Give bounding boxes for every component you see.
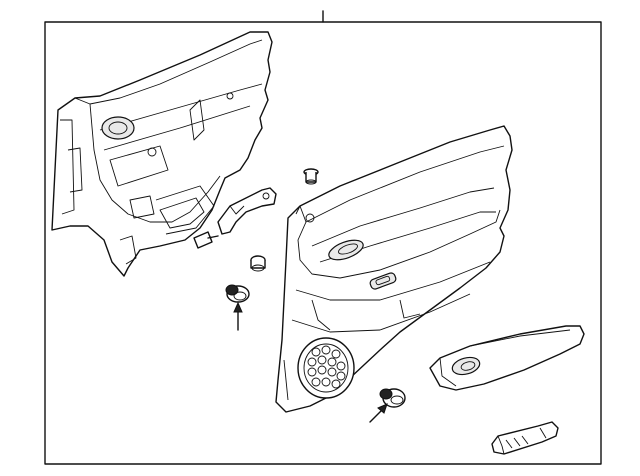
push-pin-clip-top <box>303 168 319 185</box>
door-frame-panel <box>51 31 273 277</box>
diagram-frame <box>44 21 602 465</box>
mounting-bracket <box>217 187 277 235</box>
retainer-clip-left <box>225 284 250 331</box>
speaker-grille <box>297 337 355 399</box>
push-pin-clip-mid <box>250 255 266 272</box>
retainer-clip-right <box>369 388 406 423</box>
armrest-cover <box>429 325 585 391</box>
pull-handle <box>491 421 559 455</box>
bolt <box>193 231 219 249</box>
